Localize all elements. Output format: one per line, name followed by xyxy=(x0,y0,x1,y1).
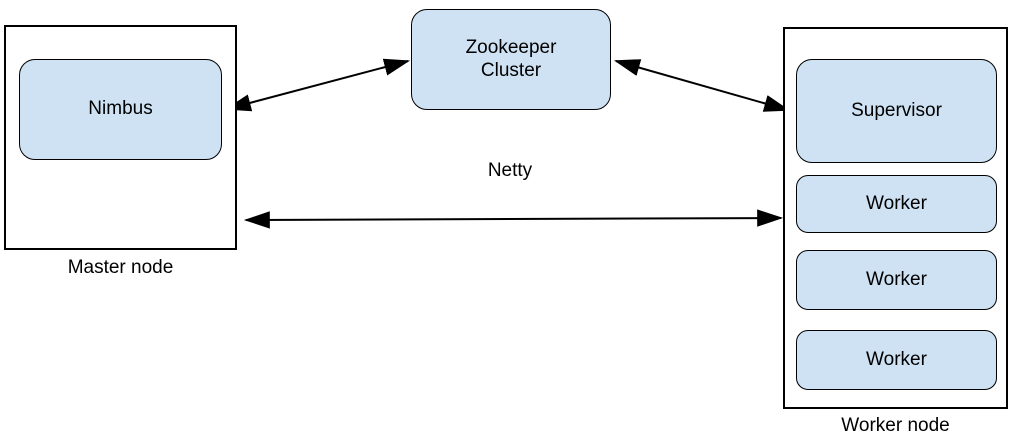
worker-1-label: Worker xyxy=(866,192,927,214)
supervisor-label: Supervisor xyxy=(851,99,942,121)
worker-node-1: Worker xyxy=(796,175,997,233)
netty-connection-label: Netty xyxy=(487,160,533,181)
zookeeper-cluster-label: Zookeeper Cluster xyxy=(465,37,557,81)
supervisor-node: Supervisor xyxy=(796,59,997,163)
master-node-caption: Master node xyxy=(67,257,174,278)
nimbus-zookeeper-arrow xyxy=(224,58,411,112)
master-worker-netty-arrow xyxy=(243,209,784,229)
worker-3-label: Worker xyxy=(866,348,927,370)
zookeeper-cluster-node: Zookeeper Cluster xyxy=(411,9,611,110)
zookeeper-supervisor-arrow xyxy=(613,59,791,112)
nimbus-node: Nimbus xyxy=(19,59,222,160)
nimbus-label: Nimbus xyxy=(88,98,153,120)
worker-node-caption: Worker node xyxy=(841,415,950,436)
worker-node-2: Worker xyxy=(796,250,997,310)
worker-node-3: Worker xyxy=(796,330,997,390)
worker-2-label: Worker xyxy=(866,268,927,290)
